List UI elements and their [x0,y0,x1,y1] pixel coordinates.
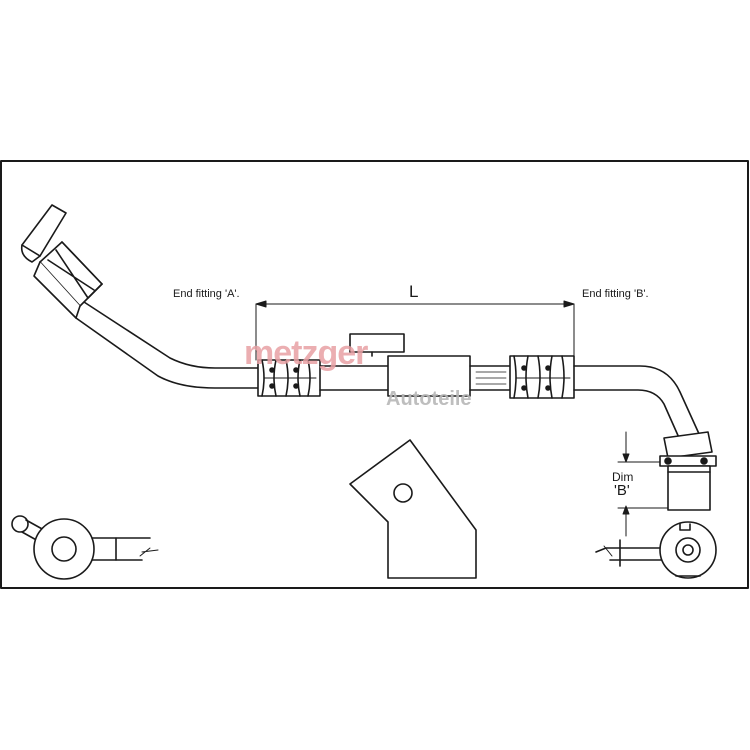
dim-b-label: 'B' [614,482,630,499]
banjo-end-view-b [595,521,717,579]
dim-label: Dim [612,470,634,484]
length-label: L [409,282,419,301]
dimension-l [255,300,575,361]
end-fitting-a [20,204,259,389]
bracket-view [349,439,477,579]
end-fitting-b-label: End fitting 'B'. [582,288,649,300]
end-fitting-a-label: End fitting 'A'. [173,288,240,300]
diagram-frame [0,160,749,589]
banjo-end-view-a [11,515,159,580]
hose-center-section [257,333,575,399]
dimension-b [617,431,669,537]
end-fitting-b [573,365,717,511]
